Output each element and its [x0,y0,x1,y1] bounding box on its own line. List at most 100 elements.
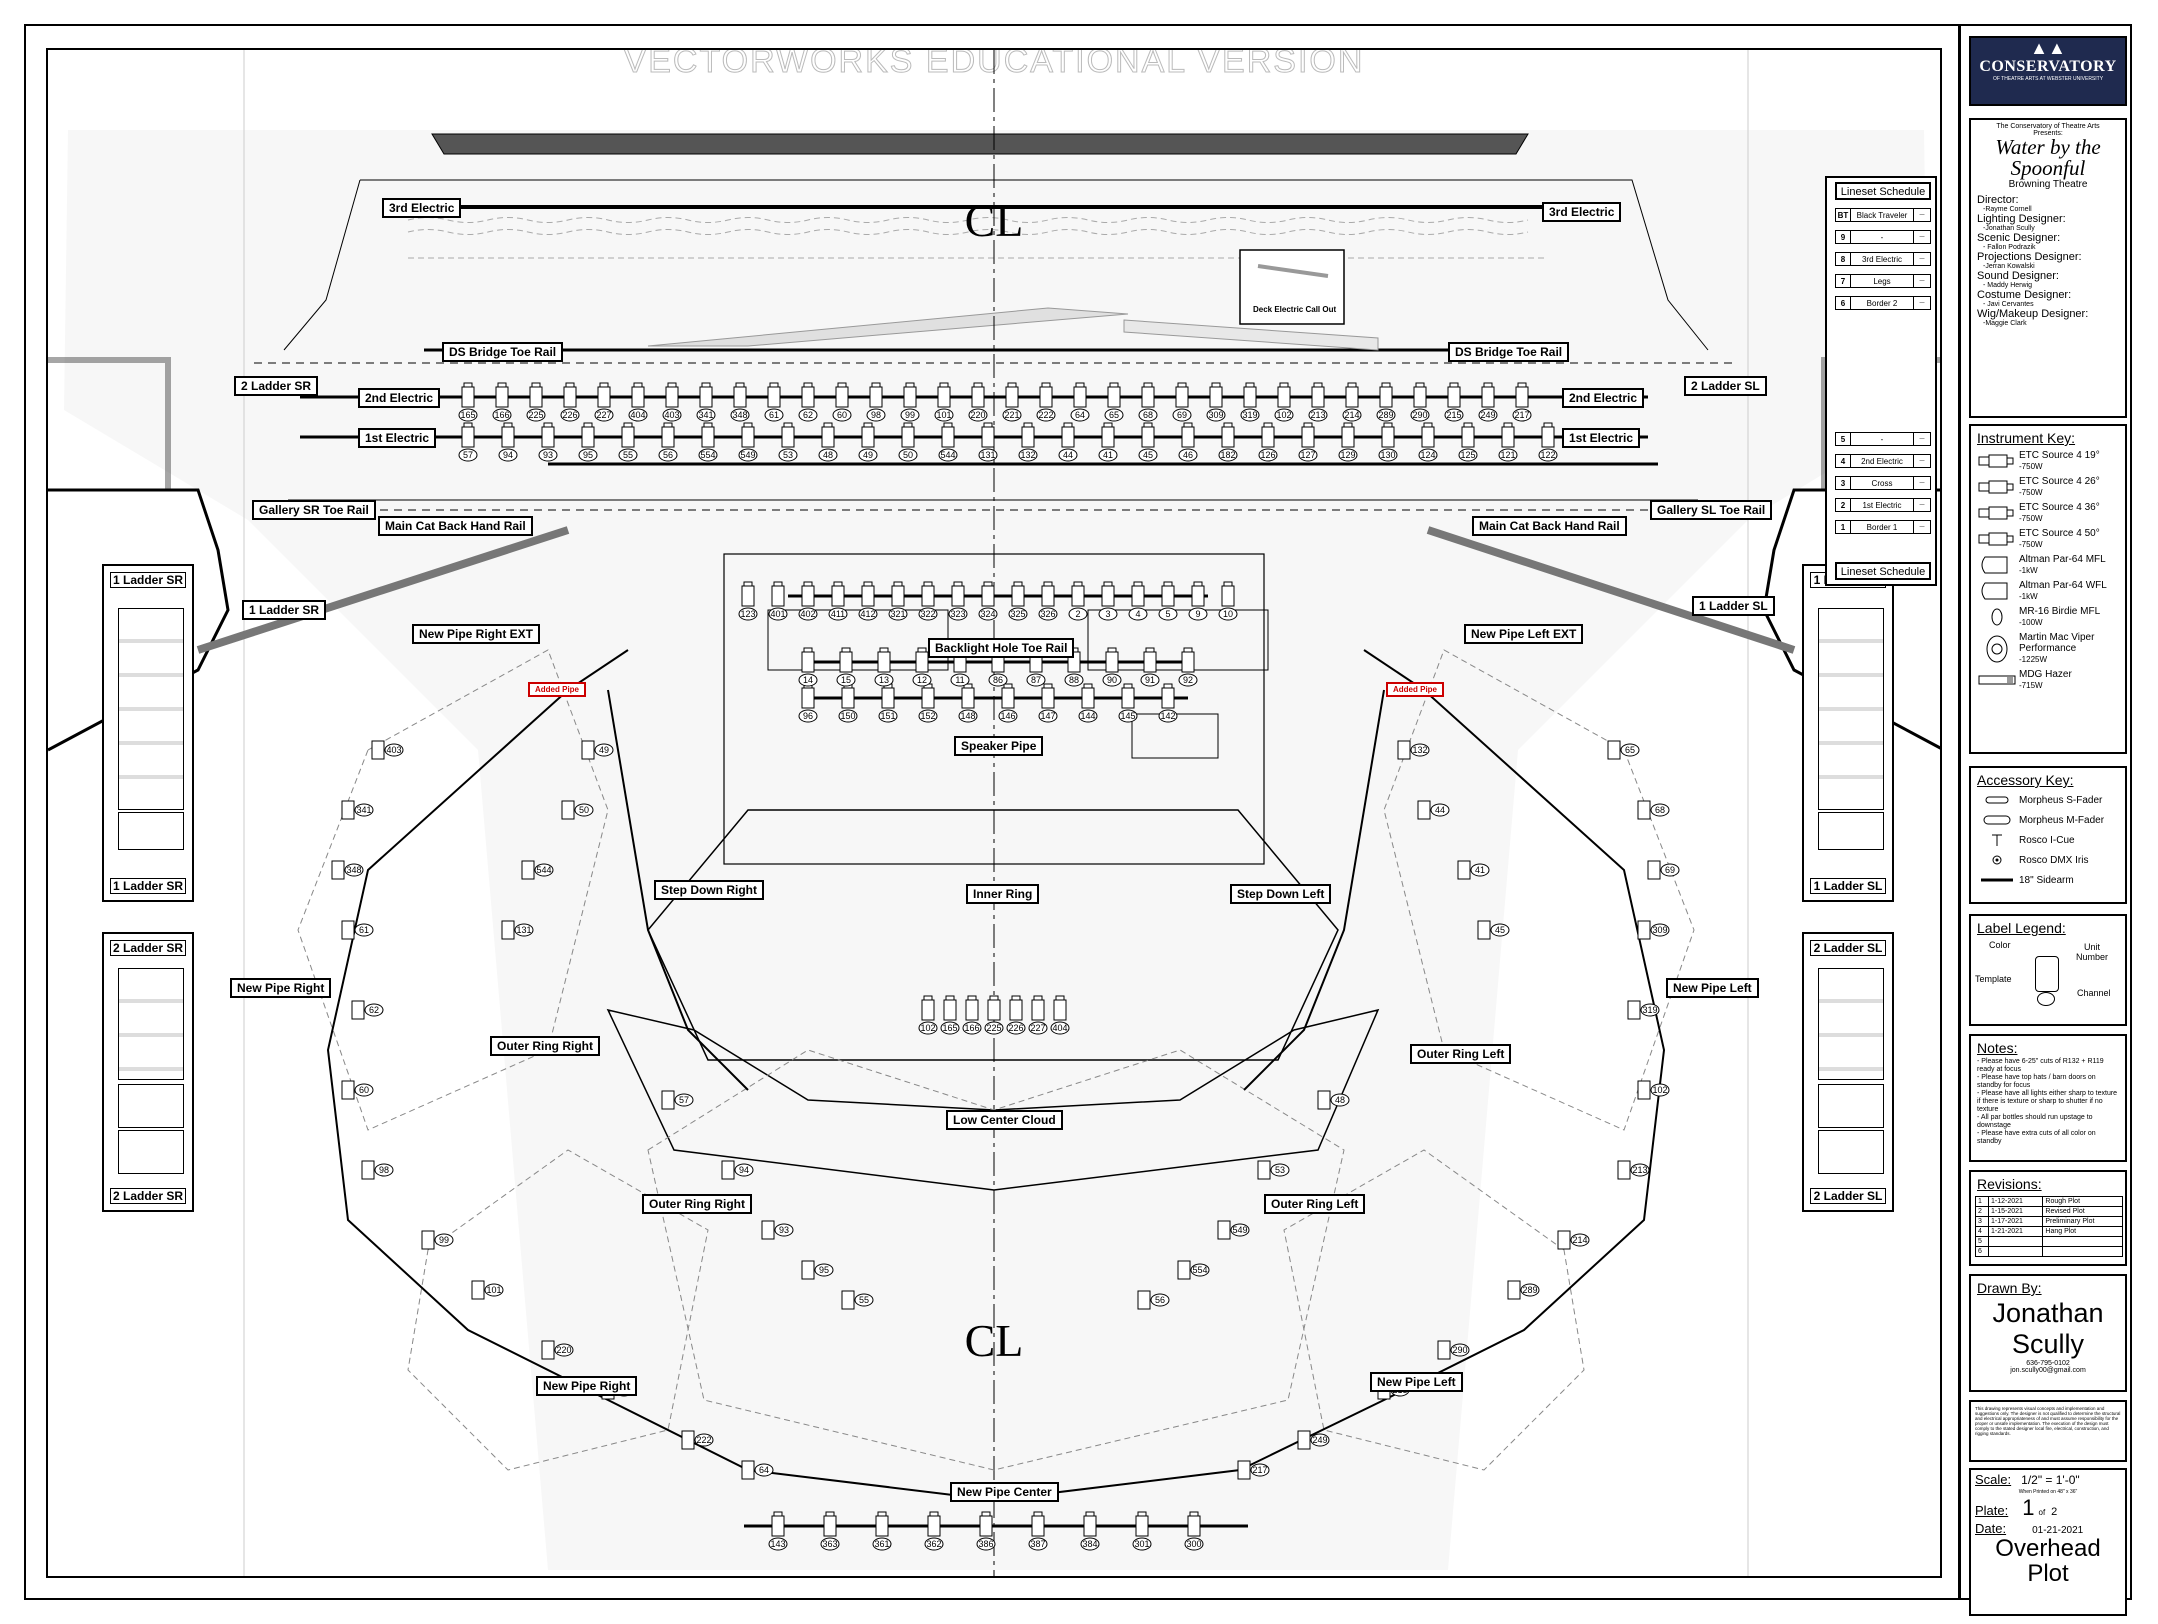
lineset-detail: — [1913,209,1930,221]
svg-text:249: 249 [1480,410,1495,420]
channel-circle: 101 [934,408,954,422]
lighting-fixture [1317,1090,1331,1110]
svg-text:49: 49 [599,745,609,755]
lineset-number: 7 [1836,275,1851,287]
svg-text:544: 544 [536,865,551,875]
channel-circle: 41 [1470,863,1490,877]
lighting-fixture [1105,647,1119,673]
channel-circle: 227 [594,408,614,422]
lighting-fixture [1617,1160,1631,1180]
lighting-fixture [563,382,577,408]
ladder-2-sr-units [118,968,184,1080]
lighting-fixture [1515,382,1529,408]
label-1st-electric-sr: 1st Electric [358,428,437,448]
lighting-fixture [501,422,515,448]
revision-row: 6 [1975,1246,2123,1257]
svg-text:55: 55 [859,1295,869,1305]
lighting-fixture [1161,683,1175,709]
ladder-1-sr-empty-rung [118,812,184,850]
lighting-fixture [941,422,955,448]
svg-text:143: 143 [770,1539,785,1549]
instrument-wattage: -100W [2019,618,2043,627]
lighting-fixture [1481,382,1495,408]
lighting-fixture [1345,382,1359,408]
svg-text:102: 102 [1276,410,1291,420]
svg-text:322: 322 [920,609,935,619]
channel-circle: 131 [978,448,998,462]
channel-circle: 41 [1098,448,1118,462]
svg-text:290: 290 [1412,410,1427,420]
lighting-fixture [861,422,875,448]
conservatory-logo: ▲▲ CONSERVATORY OF THEATRE ARTS AT WEBST… [1969,36,2127,106]
svg-text:2: 2 [1075,609,1080,619]
lighting-fixture [943,995,957,1021]
svg-text:225: 225 [528,410,543,420]
channel-circle: 549 [1230,1223,1250,1237]
label-step-down-right: Step Down Right [654,880,764,900]
lighting-fixture [1005,382,1019,408]
credit-role: Wig/Makeup Designer: [1977,308,2089,320]
drawn-by-name: Jonathan Scully [1992,1298,2104,1359]
lighting-fixture [801,581,815,607]
lighting-fixture [1143,647,1157,673]
svg-text:215: 215 [1446,410,1461,420]
svg-text:150: 150 [840,711,855,721]
channel-circle: 411 [828,607,848,621]
notes: Notes: - Please have 6-25" cuts of R132 … [1969,1034,2127,1162]
channel-circle: 64 [754,1463,774,1477]
instrument-wattage: -715W [2019,681,2043,690]
lighting-fixture [1637,1080,1651,1100]
watermark-top: VECTORWORKS EDUCATIONAL VERSION [623,48,1365,81]
lineset-footer: Lineset Schedule [1835,562,1931,580]
lighting-fixture [771,1511,785,1537]
channel-circle: 166 [962,1021,982,1035]
channel-circle: 309 [1650,923,1670,937]
svg-text:99: 99 [905,410,915,420]
instrument-s4-icon [1975,450,2019,472]
channel-circle: 68 [1138,408,1158,422]
lighting-fixture [471,1280,485,1300]
svg-text:147: 147 [1040,711,1055,721]
credit-name: -Rayme Cornell [1983,206,2032,213]
svg-text:132: 132 [1412,745,1427,755]
instrument-birdie-icon [1975,606,2019,628]
instrument-name: MR-16 Birdie MFL [2019,606,2101,617]
channel-circle: 386 [976,1537,996,1551]
channel-circle: 217 [1512,408,1532,422]
instrument-wattage: -750W [2019,462,2043,471]
lighting-fixture [1041,581,1055,607]
svg-text:44: 44 [1063,450,1073,460]
accessory-name: 18" Sidearm [2019,874,2074,886]
channel-circle: 325 [1008,607,1028,621]
lighting-fixture [1009,995,1023,1021]
lighting-fixture [1637,920,1651,940]
revision-date [1987,1236,2044,1247]
instrument-wattage: -750W [2019,540,2043,549]
svg-text:102: 102 [920,1023,935,1033]
instrument-wattage: -750W [2019,488,2043,497]
drawn-by-phone: 636-795-0102 [2026,1360,2070,1367]
channel-circle: 55 [854,1293,874,1307]
channel-circle: 225 [526,408,546,422]
channel-circle: 46 [1178,448,1198,462]
svg-text:324: 324 [980,609,995,619]
lineset-detail: — [1913,231,1930,243]
lighting-fixture [521,860,535,880]
channel-circle: 341 [354,803,374,817]
lighting-fixture [661,422,675,448]
revision-number: 4 [1975,1226,1989,1237]
channel-circle: 69 [1172,408,1192,422]
lighting-fixture [1477,920,1491,940]
instrument-key-row: MDG Hazer-715W [1971,667,2125,693]
lineset-detail: — [1913,275,1930,287]
note-line: - Please have top hats / barn doors on s… [1977,1074,2096,1089]
logo-emblem-icon: ▲▲ [2030,38,2066,58]
svg-text:142: 142 [1160,711,1175,721]
svg-text:45: 45 [1495,925,1505,935]
lighting-fixture [971,382,985,408]
svg-text:301: 301 [1134,1539,1149,1549]
svg-text:309: 309 [1652,925,1667,935]
lighting-fixture [1461,422,1475,448]
